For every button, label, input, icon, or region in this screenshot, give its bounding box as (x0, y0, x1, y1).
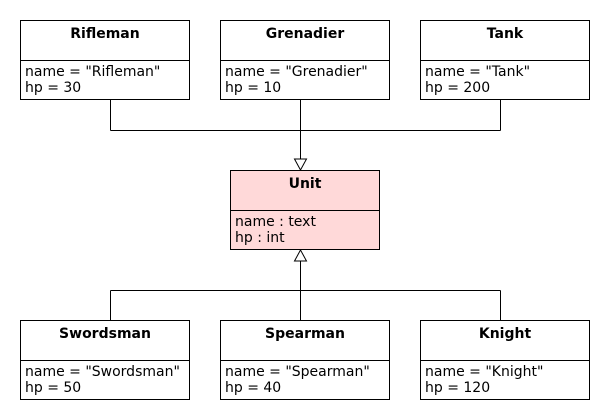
class-box-swordsman: Swordsman name = "Swordsman" hp = 50 (20, 320, 190, 400)
class-name: Rifleman (21, 21, 189, 61)
attribute-hp: hp = 200 (425, 80, 491, 96)
attribute-name: name = "Spearman" (225, 364, 370, 380)
attribute-name: name = "Rifleman" (25, 64, 161, 80)
class-name: Swordsman (21, 321, 189, 361)
class-box-knight: Knight name = "Knight" hp = 120 (420, 320, 590, 400)
class-box-unit: Unit name : text hp : int (230, 170, 380, 250)
class-name: Spearman (221, 321, 389, 361)
class-box-tank: Tank name = "Tank" hp = 200 (420, 20, 590, 100)
attribute-hp: hp = 10 (225, 80, 282, 96)
class-name: Knight (421, 321, 589, 361)
class-attributes: name = "Grenadier" hp = 10 (221, 61, 389, 96)
class-box-grenadier: Grenadier name = "Grenadier" hp = 10 (220, 20, 390, 100)
attribute-hp: hp = 40 (225, 380, 282, 396)
attribute-hp: hp = 50 (25, 380, 82, 396)
attribute-name: name : text (235, 214, 316, 230)
class-attributes: name = "Swordsman" hp = 50 (21, 361, 189, 396)
attribute-name: name = "Grenadier" (225, 64, 368, 80)
attribute-name: name = "Swordsman" (25, 364, 180, 380)
class-attributes: name = "Spearman" hp = 40 (221, 361, 389, 396)
attribute-name: name = "Knight" (425, 364, 544, 380)
attribute-name: name = "Tank" (425, 64, 531, 80)
class-name: Tank (421, 21, 589, 61)
class-box-rifleman: Rifleman name = "Rifleman" hp = 30 (20, 20, 190, 100)
class-name: Unit (231, 171, 379, 211)
class-box-spearman: Spearman name = "Spearman" hp = 40 (220, 320, 390, 400)
inheritance-arrowhead-bottom (293, 248, 308, 262)
class-attributes: name = "Tank" hp = 200 (421, 61, 589, 96)
class-attributes: name = "Knight" hp = 120 (421, 361, 589, 396)
attribute-hp: hp = 120 (425, 380, 491, 396)
attribute-hp: hp = 30 (25, 80, 82, 96)
attribute-hp: hp : int (235, 230, 285, 246)
class-attributes: name = "Rifleman" hp = 30 (21, 61, 189, 96)
class-attributes: name : text hp : int (231, 211, 379, 246)
class-name: Grenadier (221, 21, 389, 61)
inheritance-arrowhead-top (293, 158, 308, 172)
